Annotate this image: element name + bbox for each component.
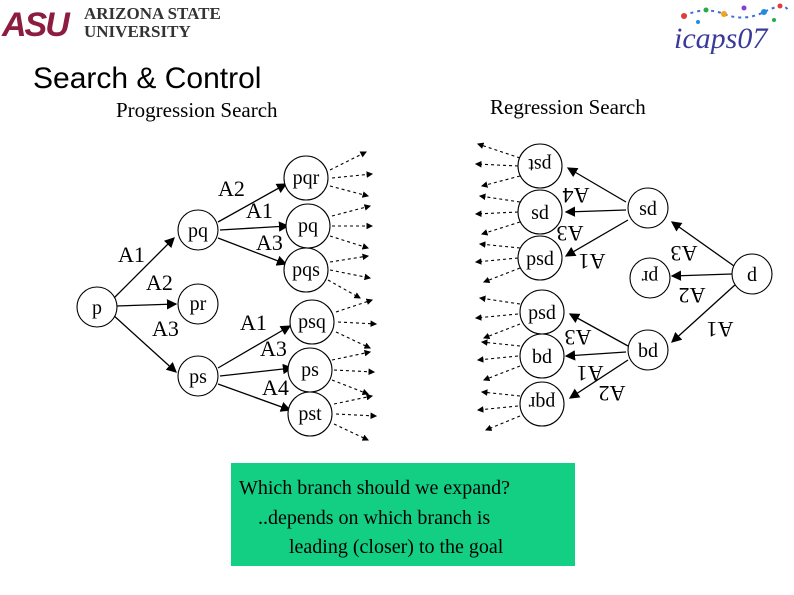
prog-node-label: ps: [189, 366, 207, 388]
regr-node-pst: [517, 143, 563, 189]
prog-node-pr: [177, 283, 219, 325]
regr-action-label: A1: [707, 317, 734, 342]
prog-node-pqs: [283, 247, 329, 293]
prog-node-label: pq: [298, 215, 318, 237]
regr-action-label: A3: [565, 325, 592, 350]
progression-fringe: [327, 151, 378, 441]
prog-action-label: A2: [218, 176, 245, 201]
regression-node-circles: [517, 143, 773, 427]
progression-caption: Progression Search: [116, 98, 278, 122]
note-line-3: leading (closer) to the goal: [289, 536, 504, 558]
prog-action-label: A2: [146, 270, 173, 295]
regr-node-label: bd: [532, 346, 552, 368]
asu-logo-line2: UNIVERSITY: [84, 22, 191, 41]
prog-node-label: psq: [298, 311, 326, 333]
prog-action-label: A1: [118, 242, 145, 267]
regr-node-label: psd: [528, 302, 556, 324]
prog-node-label: pqs: [292, 259, 320, 281]
progression-edges: [111, 183, 294, 412]
note-box: Which branch should we expand? ..depends…: [231, 463, 575, 566]
progression-action-labels: A1 A2 A3 A2 A1 A3 A1 A3 A4: [118, 176, 289, 400]
prog-node-label: pqr: [293, 167, 320, 189]
regr-action-label: A1: [579, 249, 606, 274]
regression-caption: Regression Search: [490, 95, 646, 119]
prog-action-label: A1: [246, 198, 273, 223]
regression-edges: [564, 167, 737, 399]
regr-node-label: bd: [638, 340, 658, 362]
regr-node-label: sd: [531, 202, 549, 224]
prog-action-label: A3: [256, 230, 283, 255]
prog-edge-p-pq: [111, 237, 175, 301]
prog-node-label: pq: [188, 220, 208, 242]
regr-node-d: [731, 253, 773, 295]
progression-node-circles: [76, 155, 335, 437]
prog-node-p: [76, 286, 118, 328]
prog-node-ps: [177, 355, 219, 397]
prog-node-pq: [177, 209, 219, 251]
prog-action-label: A3: [152, 316, 179, 341]
regr-node-label: sd: [639, 198, 657, 220]
prog-edge-p-pr: [115, 299, 178, 310]
slide-title: Search & Control: [33, 62, 262, 95]
conference-logo-text: icaps07: [674, 22, 769, 54]
progression-node-labels: p pq pr ps pqr pq pqs psq ps pst: [92, 167, 326, 425]
prog-node-psq: [289, 299, 335, 345]
regr-node-sd2: [517, 189, 563, 235]
regr-action-label: A1: [577, 361, 604, 386]
prog-edge-ps-pst: [217, 383, 292, 412]
note-line-1: Which branch should we expand?: [239, 477, 511, 499]
prog-edge-pq-pq: [219, 221, 290, 232]
prog-node-pqr: [283, 155, 329, 201]
prog-node-label: p: [92, 297, 102, 319]
regression-node-labels: d sd pr bd pst sd psd psd bd pqr: [526, 154, 757, 414]
conference-logo: icaps07: [674, 3, 789, 54]
asu-logo-mark: ASU: [2, 6, 70, 44]
progression-tree: p pq pr ps pqr pq pqs psq ps pst A1 A2 A…: [76, 151, 378, 441]
prog-node-label: pst: [298, 403, 322, 425]
asu-logo-line1: ARIZONA STATE: [84, 4, 221, 23]
regr-node-label: pst: [528, 154, 552, 176]
regr-node-pqr: [519, 381, 565, 427]
prog-edge-pq-pqs: [217, 237, 288, 266]
prog-action-label: A1: [240, 310, 267, 335]
regr-action-label: A2: [679, 283, 706, 308]
regr-node-sd: [627, 187, 669, 229]
regr-action-label: A4: [563, 183, 590, 208]
regr-action-label: A3: [557, 221, 584, 246]
regression-tree: d sd pr bd pst sd psd psd bd pqr A1 A2 A…: [474, 142, 773, 431]
prog-node-pst: [287, 391, 333, 437]
regr-node-label: psd: [526, 248, 554, 270]
prog-edge-p-ps: [111, 313, 177, 373]
regr-node-bd2: [519, 333, 565, 379]
prog-node-label: pr: [190, 293, 207, 315]
regr-node-label: d: [747, 264, 757, 286]
prog-edge-ps-psq: [217, 325, 292, 369]
asu-logo: ASU ARIZONA STATE UNIVERSITY: [2, 4, 221, 44]
regression-fringe: [474, 142, 521, 431]
regr-action-label: A2: [599, 381, 626, 406]
regr-node-pr: [629, 257, 671, 299]
prog-node-label: ps: [301, 359, 319, 381]
prog-action-label: A4: [262, 375, 289, 400]
prog-edge-ps-ps: [219, 363, 294, 377]
regr-node-label: pqr: [528, 392, 555, 414]
prog-edge-pq-pqr: [217, 183, 288, 223]
note-line-2: ..depends on which branch is: [258, 507, 491, 529]
regr-node-bd: [627, 329, 669, 371]
regr-action-label: A3: [671, 241, 698, 266]
regr-node-label: pr: [641, 266, 658, 288]
regr-node-psd: [517, 235, 563, 281]
regression-action-labels: A1 A2 A3 A4 A3 A1 A3 A1 A2: [557, 183, 734, 406]
prog-action-label: A3: [260, 336, 287, 361]
